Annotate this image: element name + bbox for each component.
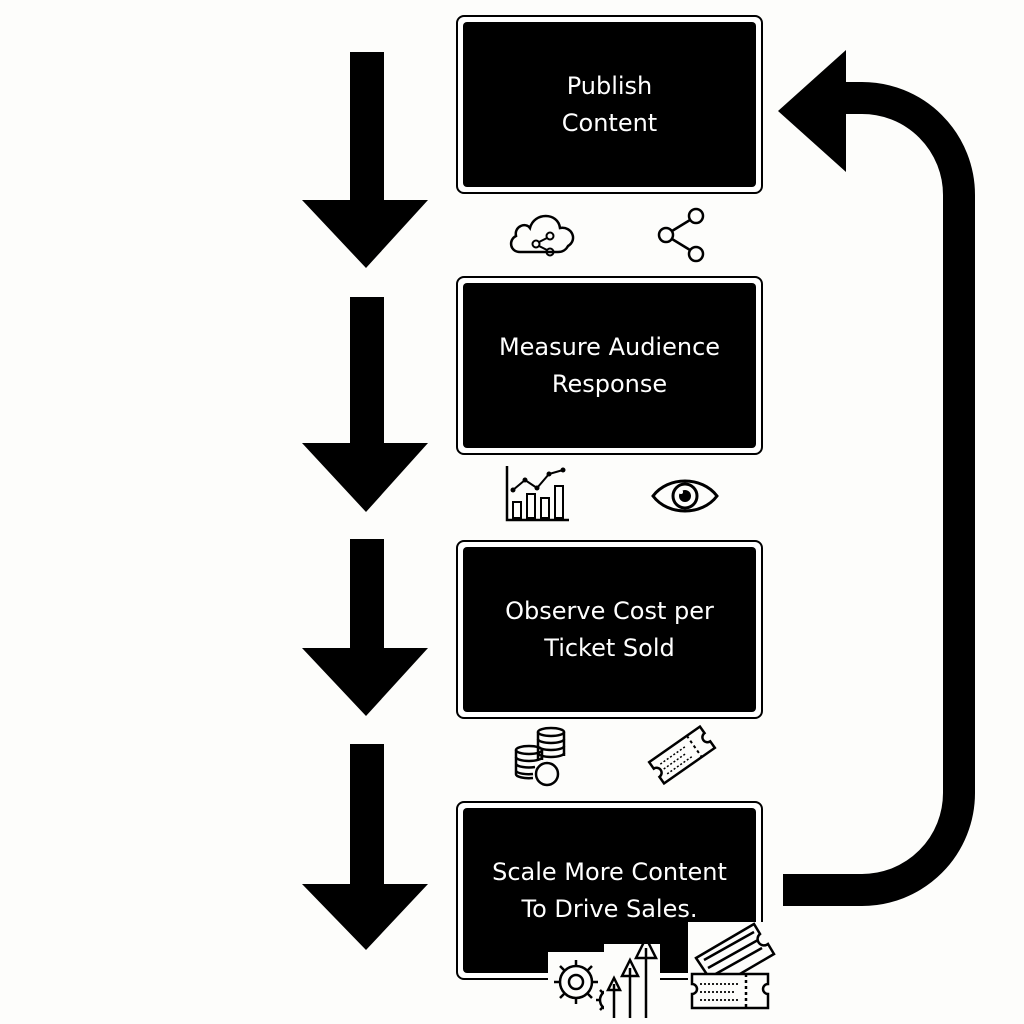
step-measure-audience-response: Measure Audience Response — [456, 276, 763, 455]
down-arrow-3 — [302, 539, 428, 716]
step-observe-cost-per-ticket: Observe Cost per Ticket Sold — [456, 540, 763, 719]
step-box-fill: Measure Audience Response — [463, 283, 756, 448]
bar-line-chart-icon — [505, 466, 569, 522]
tickets-icon — [688, 922, 782, 1014]
growth-arrows-icon — [604, 935, 660, 1020]
feedback-loop-arrowhead — [778, 50, 846, 172]
step-box-fill: Publish Content — [463, 22, 756, 187]
feedback-loop-line — [783, 82, 975, 906]
down-arrow-2 — [302, 297, 428, 512]
step-publish-content: Publish Content — [456, 15, 763, 194]
step-label: Scale More Content To Drive Sales. — [492, 857, 727, 923]
eye-icon — [651, 479, 719, 513]
share-icon — [657, 207, 705, 263]
down-arrow-1 — [302, 52, 428, 268]
step-label: Measure Audience Response — [498, 332, 721, 398]
step-label: Publish Content — [561, 71, 658, 137]
step-label: Observe Cost per Ticket Sold — [505, 596, 714, 662]
down-arrow-4 — [302, 744, 428, 950]
cloud-share-icon — [509, 214, 575, 257]
coins-icon — [514, 726, 566, 787]
ticket-icon — [647, 724, 717, 786]
step-box-fill: Observe Cost per Ticket Sold — [463, 547, 756, 712]
